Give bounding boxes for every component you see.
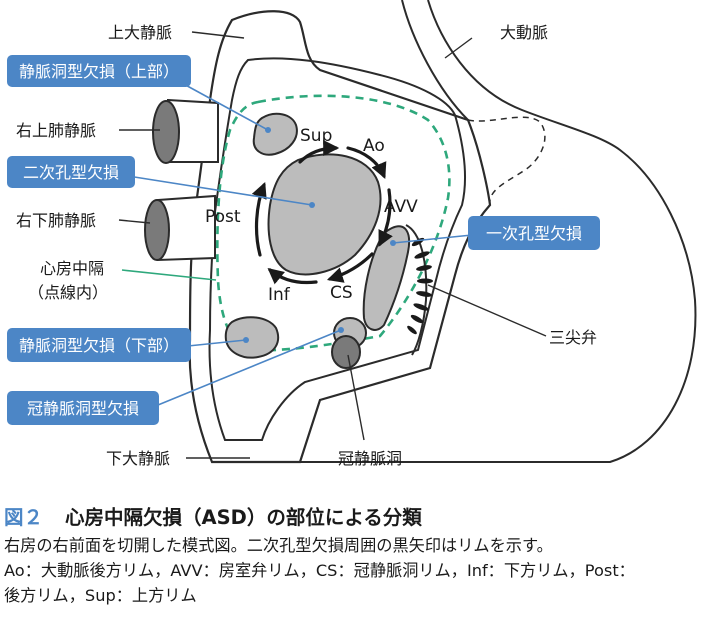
- sinus-venosus-upper-defect: [252, 112, 298, 156]
- figure-caption: 図２ 心房中隔欠損（ASD）の部位による分類 右房の右前面を切開した模式図。二次孔…: [4, 503, 704, 608]
- box-sinus-venosus-upper: 静脈洞型欠損（上部）: [7, 55, 191, 87]
- label-septum-sub: （点線内）: [28, 283, 108, 302]
- svg-text:一次孔型欠損: 一次孔型欠損: [486, 224, 582, 243]
- rim-arrow-post: [251, 182, 267, 257]
- svg-text:静脈洞型欠損（下部）: 静脈洞型欠損（下部）: [19, 336, 179, 355]
- label-ivc: 下大静脈: [106, 449, 170, 468]
- box-primum: 一次孔型欠損: [468, 216, 600, 250]
- rim-arrow-cs: [326, 252, 374, 283]
- caption-title-line: 図２ 心房中隔欠損（ASD）の部位による分類: [4, 503, 704, 533]
- pointer-dots: [243, 127, 396, 343]
- rim-label-inf: Inf: [268, 285, 291, 305]
- svg-text:静脈洞型欠損（上部）: 静脈洞型欠損（上部）: [19, 62, 179, 81]
- rim-label-sup: Sup: [300, 126, 332, 146]
- rim-arrow-inf: [267, 267, 318, 285]
- tricuspid-annulus: [405, 224, 428, 356]
- aorta-inner-wall: [401, 0, 469, 121]
- rlpv-orifice: [144, 199, 170, 261]
- label-rlpv: 右下肺静脈: [16, 211, 96, 230]
- leader-lines: [118, 31, 547, 459]
- label-cs-ostium: 冠静脈洞: [338, 449, 402, 468]
- aorta-hidden-edge: [467, 116, 546, 206]
- label-svc: 上大静脈: [108, 23, 172, 42]
- rim-label-ao: Ao: [363, 136, 385, 156]
- septum-pointer: [121, 269, 217, 281]
- box-secundum: 二次孔型欠損: [7, 156, 135, 188]
- label-aorta: 大動脈: [500, 23, 548, 42]
- rim-label-avv: AVV: [384, 197, 418, 217]
- sinus-venosus-lower-defect: [224, 316, 280, 359]
- asd-classification-diagram: Sup Ao AVV Post Inf CS 上大静脈 大動脈 右上肺静脈 右下…: [7, 0, 697, 468]
- box-sinus-venosus-lower: 静脈洞型欠損（下部）: [7, 328, 191, 362]
- label-rupv: 右上肺静脈: [16, 121, 96, 140]
- figure-title: 心房中隔欠損（ASD）の部位による分類: [65, 506, 422, 529]
- aorta-outline: [300, 0, 697, 463]
- rim-arrow-ao: [346, 146, 387, 179]
- rim-arrow-avv: [378, 188, 393, 247]
- rim-label-cs: CS: [330, 283, 353, 303]
- tricuspid-leaflets: [407, 237, 433, 335]
- box-coronary-sinus: 冠静脈洞型欠損: [7, 391, 159, 425]
- svg-text:冠静脈洞型欠損: 冠静脈洞型欠損: [27, 399, 139, 418]
- secundum-defect: [267, 153, 382, 276]
- rim-arrows: [251, 140, 393, 285]
- rupv-orifice: [152, 100, 180, 164]
- caption-line-3: 後方リム，Sup：上方リム: [4, 586, 197, 605]
- label-tricuspid: 三尖弁: [549, 328, 597, 347]
- figure-number: 図２: [4, 506, 44, 529]
- caption-line-1: 右房の右前面を切開した模式図。二次孔型欠損周囲の黒矢印はリムを示す。: [4, 536, 553, 555]
- coronary-sinus-ostium: [331, 335, 361, 369]
- caption-line-2: Ao：大動脈後方リム，AVV：房室弁リム，CS：冠静脈洞リム，Inf：下方リム，…: [4, 561, 635, 580]
- svg-text:二次孔型欠損: 二次孔型欠損: [23, 163, 119, 182]
- pointer-lines: [127, 81, 473, 406]
- rim-label-post: Post: [205, 207, 241, 227]
- rim-arrow-sup: [298, 140, 340, 164]
- label-septum: 心房中隔: [40, 259, 104, 278]
